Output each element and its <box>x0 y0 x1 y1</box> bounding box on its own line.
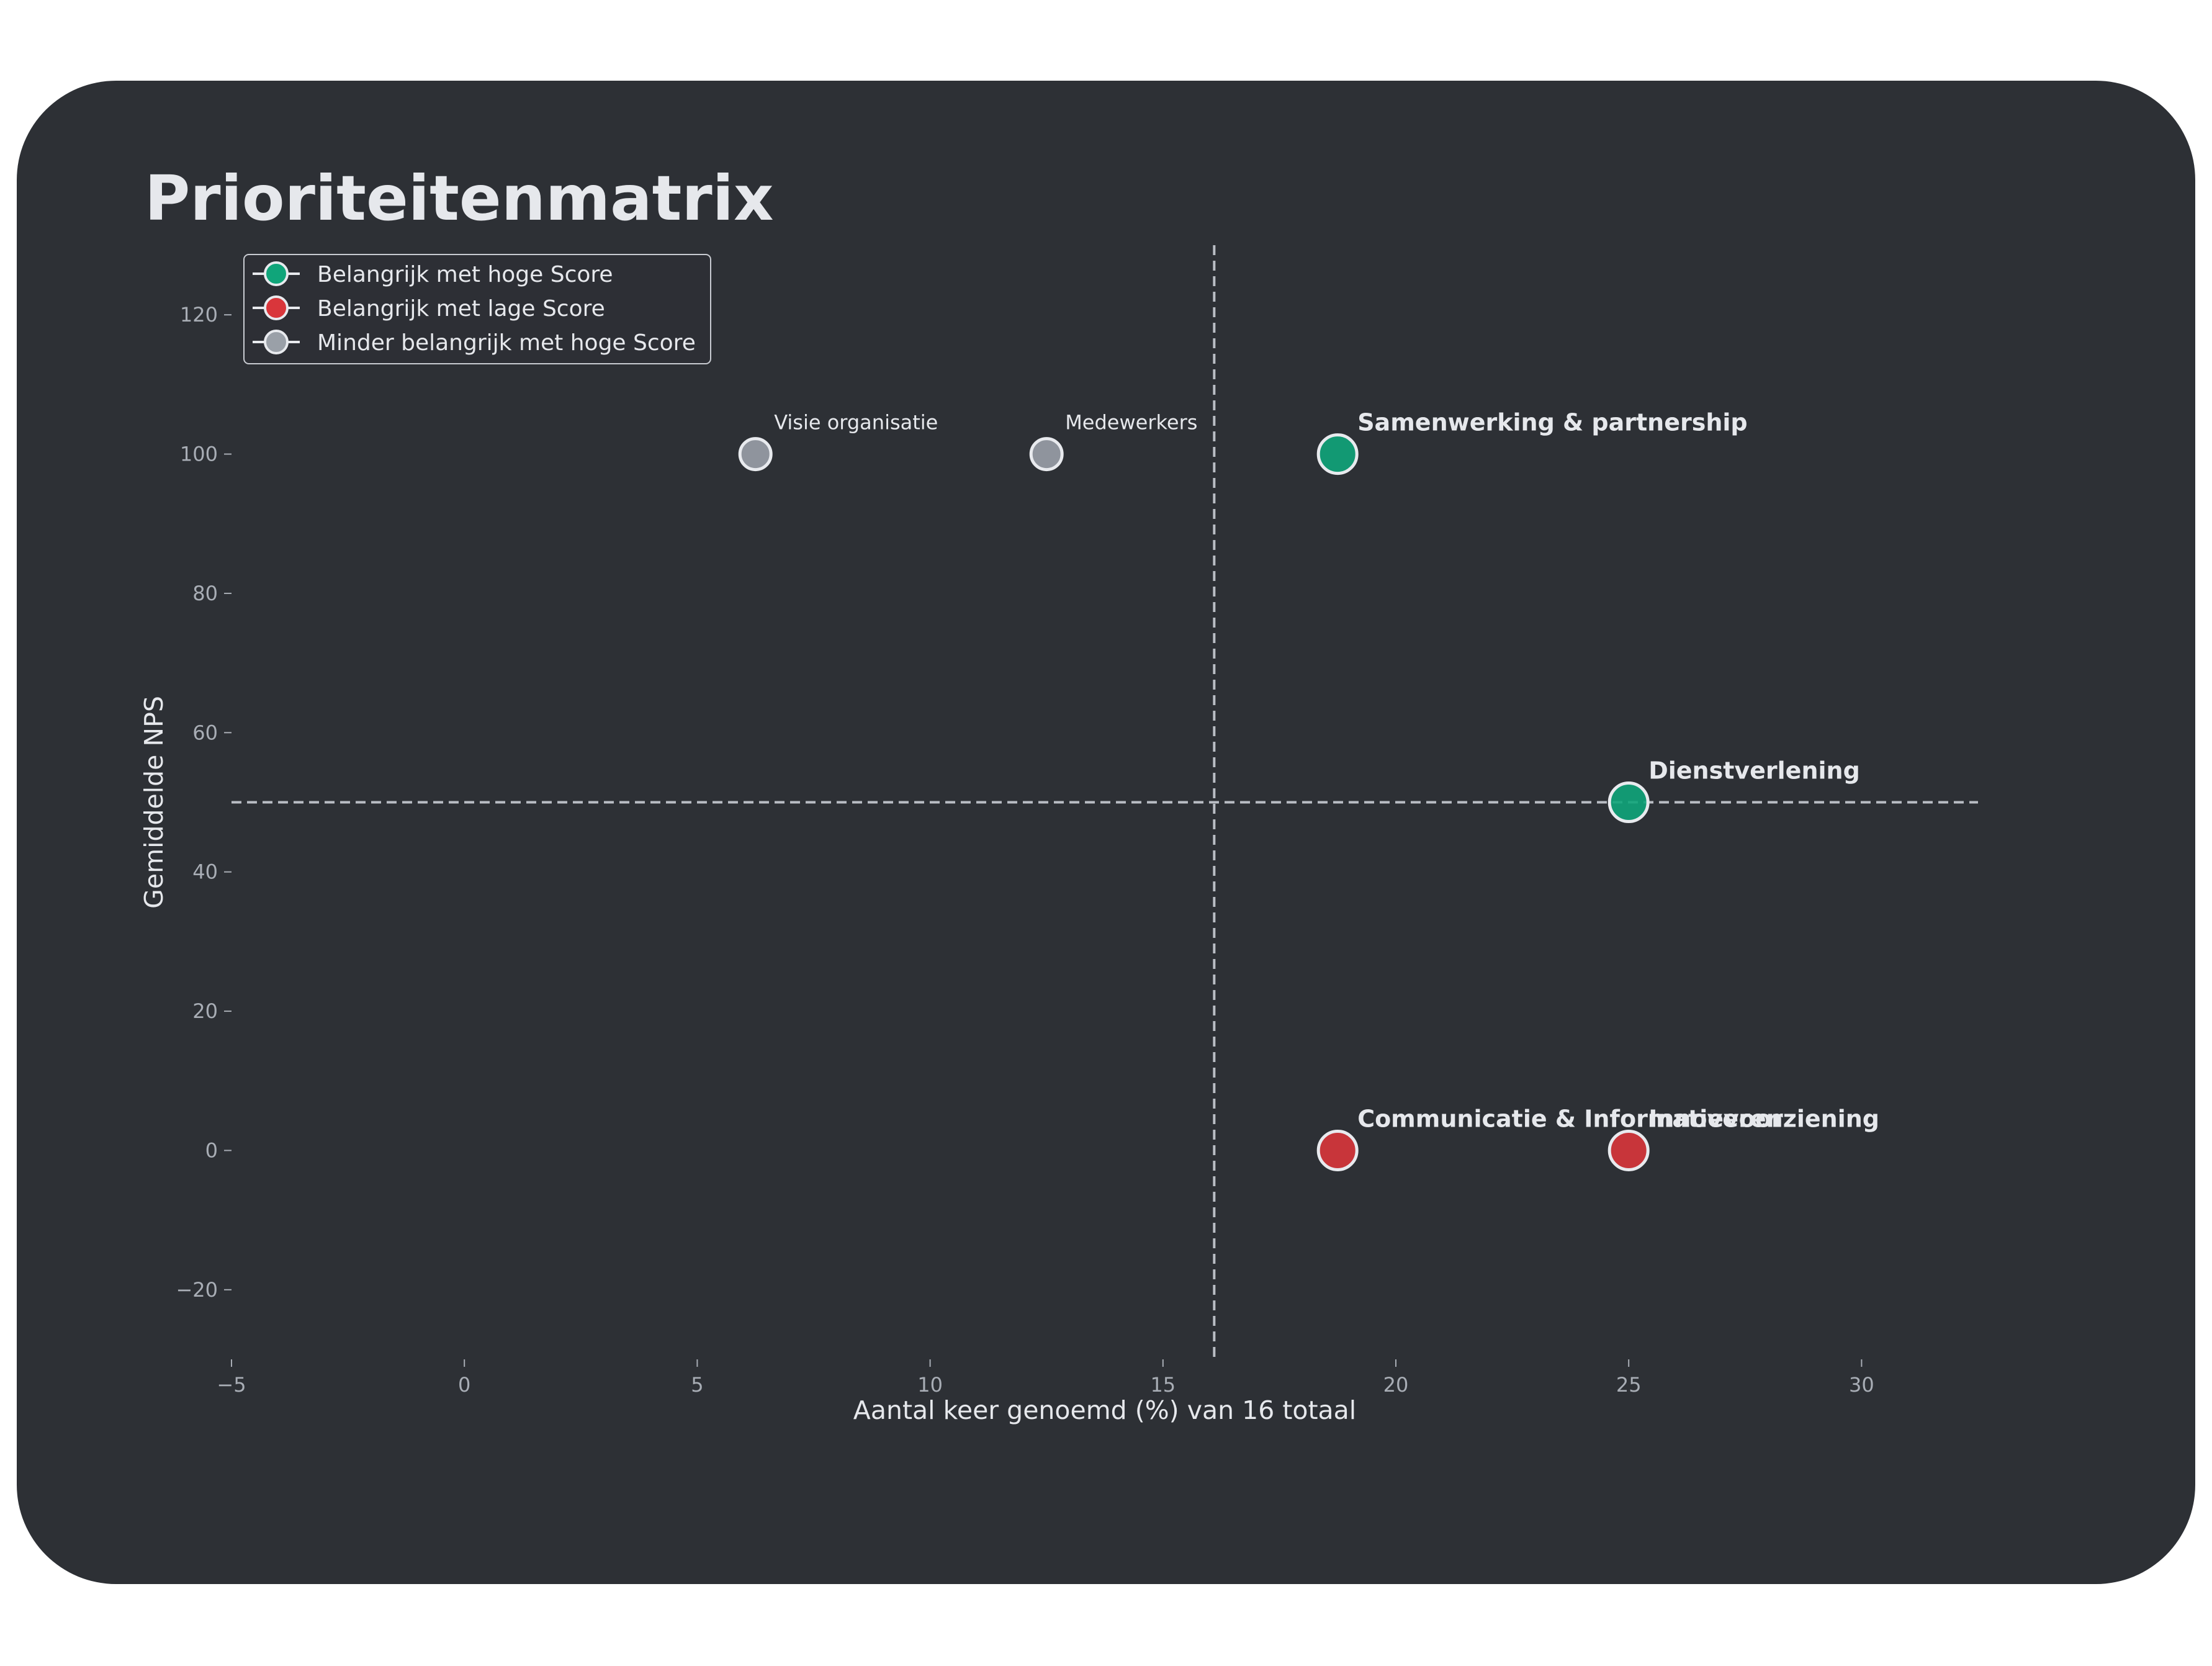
x-tick-label: 25 <box>1616 1373 1642 1397</box>
data-point <box>1316 433 1359 475</box>
y-tick-label: 100 <box>180 443 218 466</box>
data-point <box>738 437 773 472</box>
y-tick-label: 60 <box>192 721 218 744</box>
data-point <box>1316 1129 1359 1171</box>
x-tick-label: −5 <box>217 1373 246 1397</box>
legend-box <box>243 254 711 364</box>
data-label: Innoveren <box>1648 1105 1783 1132</box>
data-label: Samenwerking & partnership <box>1357 409 1747 436</box>
x-tick-label: 20 <box>1383 1373 1409 1397</box>
x-tick-label: 15 <box>1150 1373 1176 1397</box>
legend-entry: Belangrijk met hoge Score <box>317 262 613 287</box>
data-label: Dienstverlening <box>1648 757 1860 785</box>
y-tick-label: 80 <box>192 582 218 605</box>
data-label: Visie organisatie <box>774 411 938 435</box>
y-tick-label: 0 <box>205 1138 218 1162</box>
y-tick-label: 20 <box>192 999 218 1023</box>
y-tick-label: −20 <box>176 1278 218 1302</box>
data-point <box>1607 1129 1650 1171</box>
y-tick-label: 120 <box>180 303 218 326</box>
legend-marker <box>264 295 289 320</box>
x-tick-label: 5 <box>691 1373 703 1397</box>
x-tick-label: 10 <box>917 1373 943 1397</box>
y-axis-label: Gemiddelde NPS <box>139 696 169 909</box>
legend-marker <box>264 330 289 354</box>
legend-marker <box>264 261 289 286</box>
chart-title: Prioriteitenmatrix <box>145 162 774 235</box>
x-tick-label: 0 <box>458 1373 470 1397</box>
legend-entry: Belangrijk met lage Score <box>317 296 605 322</box>
data-label: Communicatie & Informatievoorziening <box>1357 1105 1879 1132</box>
data-point <box>1607 781 1650 823</box>
y-tick-label: 40 <box>192 860 218 884</box>
data-label: Medewerkers <box>1065 411 1197 435</box>
data-point <box>1029 437 1064 472</box>
x-axis-label: Aantal keer genoemd (%) van 16 totaal <box>853 1395 1356 1425</box>
x-tick-label: 30 <box>1849 1373 1874 1397</box>
legend-entry: Minder belangrijk met hoge Score <box>317 330 696 356</box>
